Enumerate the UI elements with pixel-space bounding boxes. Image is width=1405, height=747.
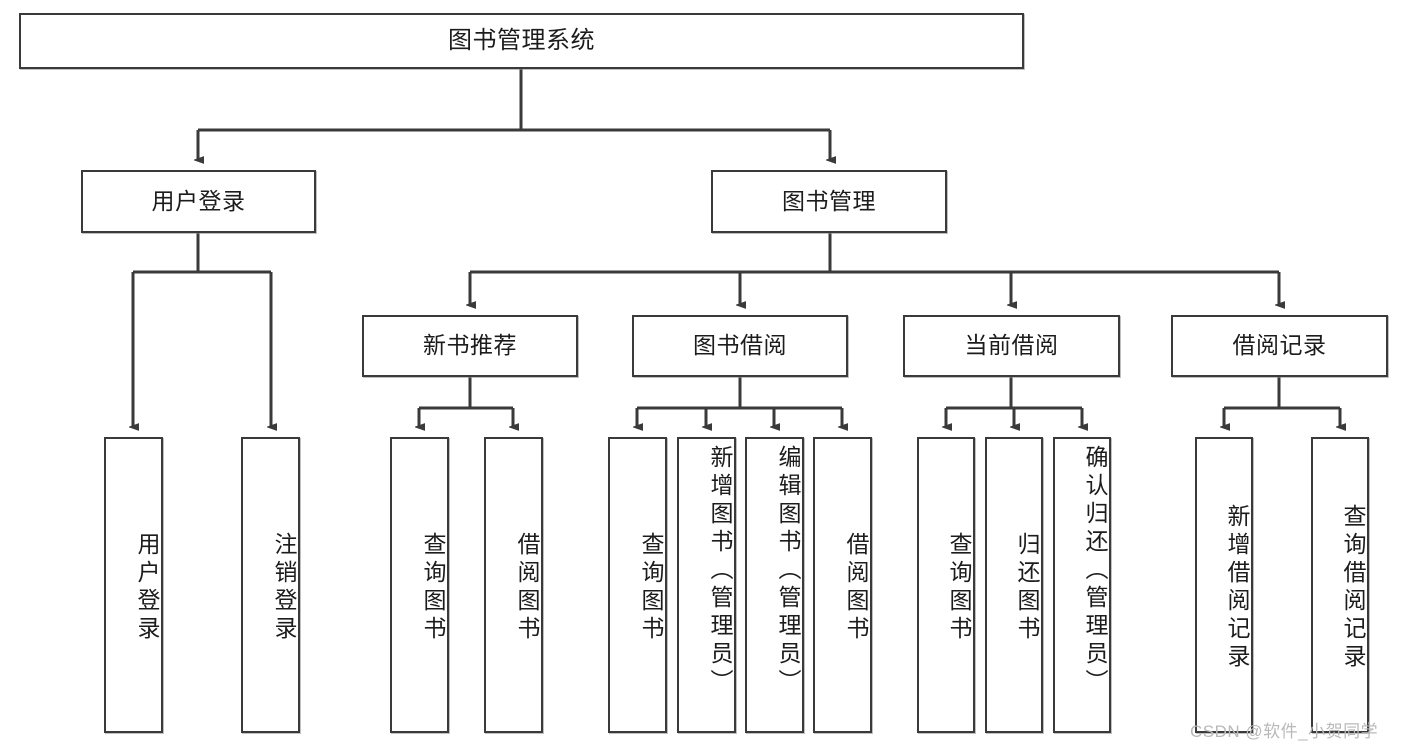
node-current-borrow[interactable]: 当前借阅 bbox=[903, 315, 1120, 377]
leaf-query-book-current[interactable]: 查询图书 bbox=[917, 437, 975, 733]
leaf-query-book-borrow[interactable]: 查询图书 bbox=[608, 437, 667, 733]
node-root-system[interactable]: 图书管理系统 bbox=[19, 13, 1024, 69]
leaf-add-book-admin[interactable]: 新增图书（管理员） bbox=[677, 437, 736, 733]
leaf-logout[interactable]: 注销登录 bbox=[241, 437, 300, 733]
csdn-watermark: CSDN @软件_小贺同学 bbox=[1190, 722, 1379, 741]
node-borrow-record[interactable]: 借阅记录 bbox=[1171, 315, 1388, 377]
leaf-edit-book-admin[interactable]: 编辑图书（管理员） bbox=[745, 437, 804, 733]
leaf-borrow-book[interactable]: 借阅图书 bbox=[813, 437, 872, 733]
leaf-query-book-new[interactable]: 查询图书 bbox=[390, 437, 449, 733]
node-book-borrow[interactable]: 图书借阅 bbox=[632, 315, 848, 377]
node-book-management[interactable]: 图书管理 bbox=[711, 170, 947, 233]
leaf-add-borrow-record[interactable]: 新增借阅记录 bbox=[1195, 437, 1253, 733]
leaf-query-borrow-record[interactable]: 查询借阅记录 bbox=[1311, 437, 1369, 733]
node-new-book-recommend[interactable]: 新书推荐 bbox=[362, 315, 578, 377]
leaf-user-login[interactable]: 用户登录 bbox=[104, 437, 163, 733]
leaf-confirm-return-admin[interactable]: 确认归还（管理员） bbox=[1053, 437, 1111, 733]
node-user-login[interactable]: 用户登录 bbox=[81, 170, 316, 233]
leaf-borrow-book-new[interactable]: 借阅图书 bbox=[484, 437, 543, 733]
leaf-return-book[interactable]: 归还图书 bbox=[985, 437, 1043, 733]
